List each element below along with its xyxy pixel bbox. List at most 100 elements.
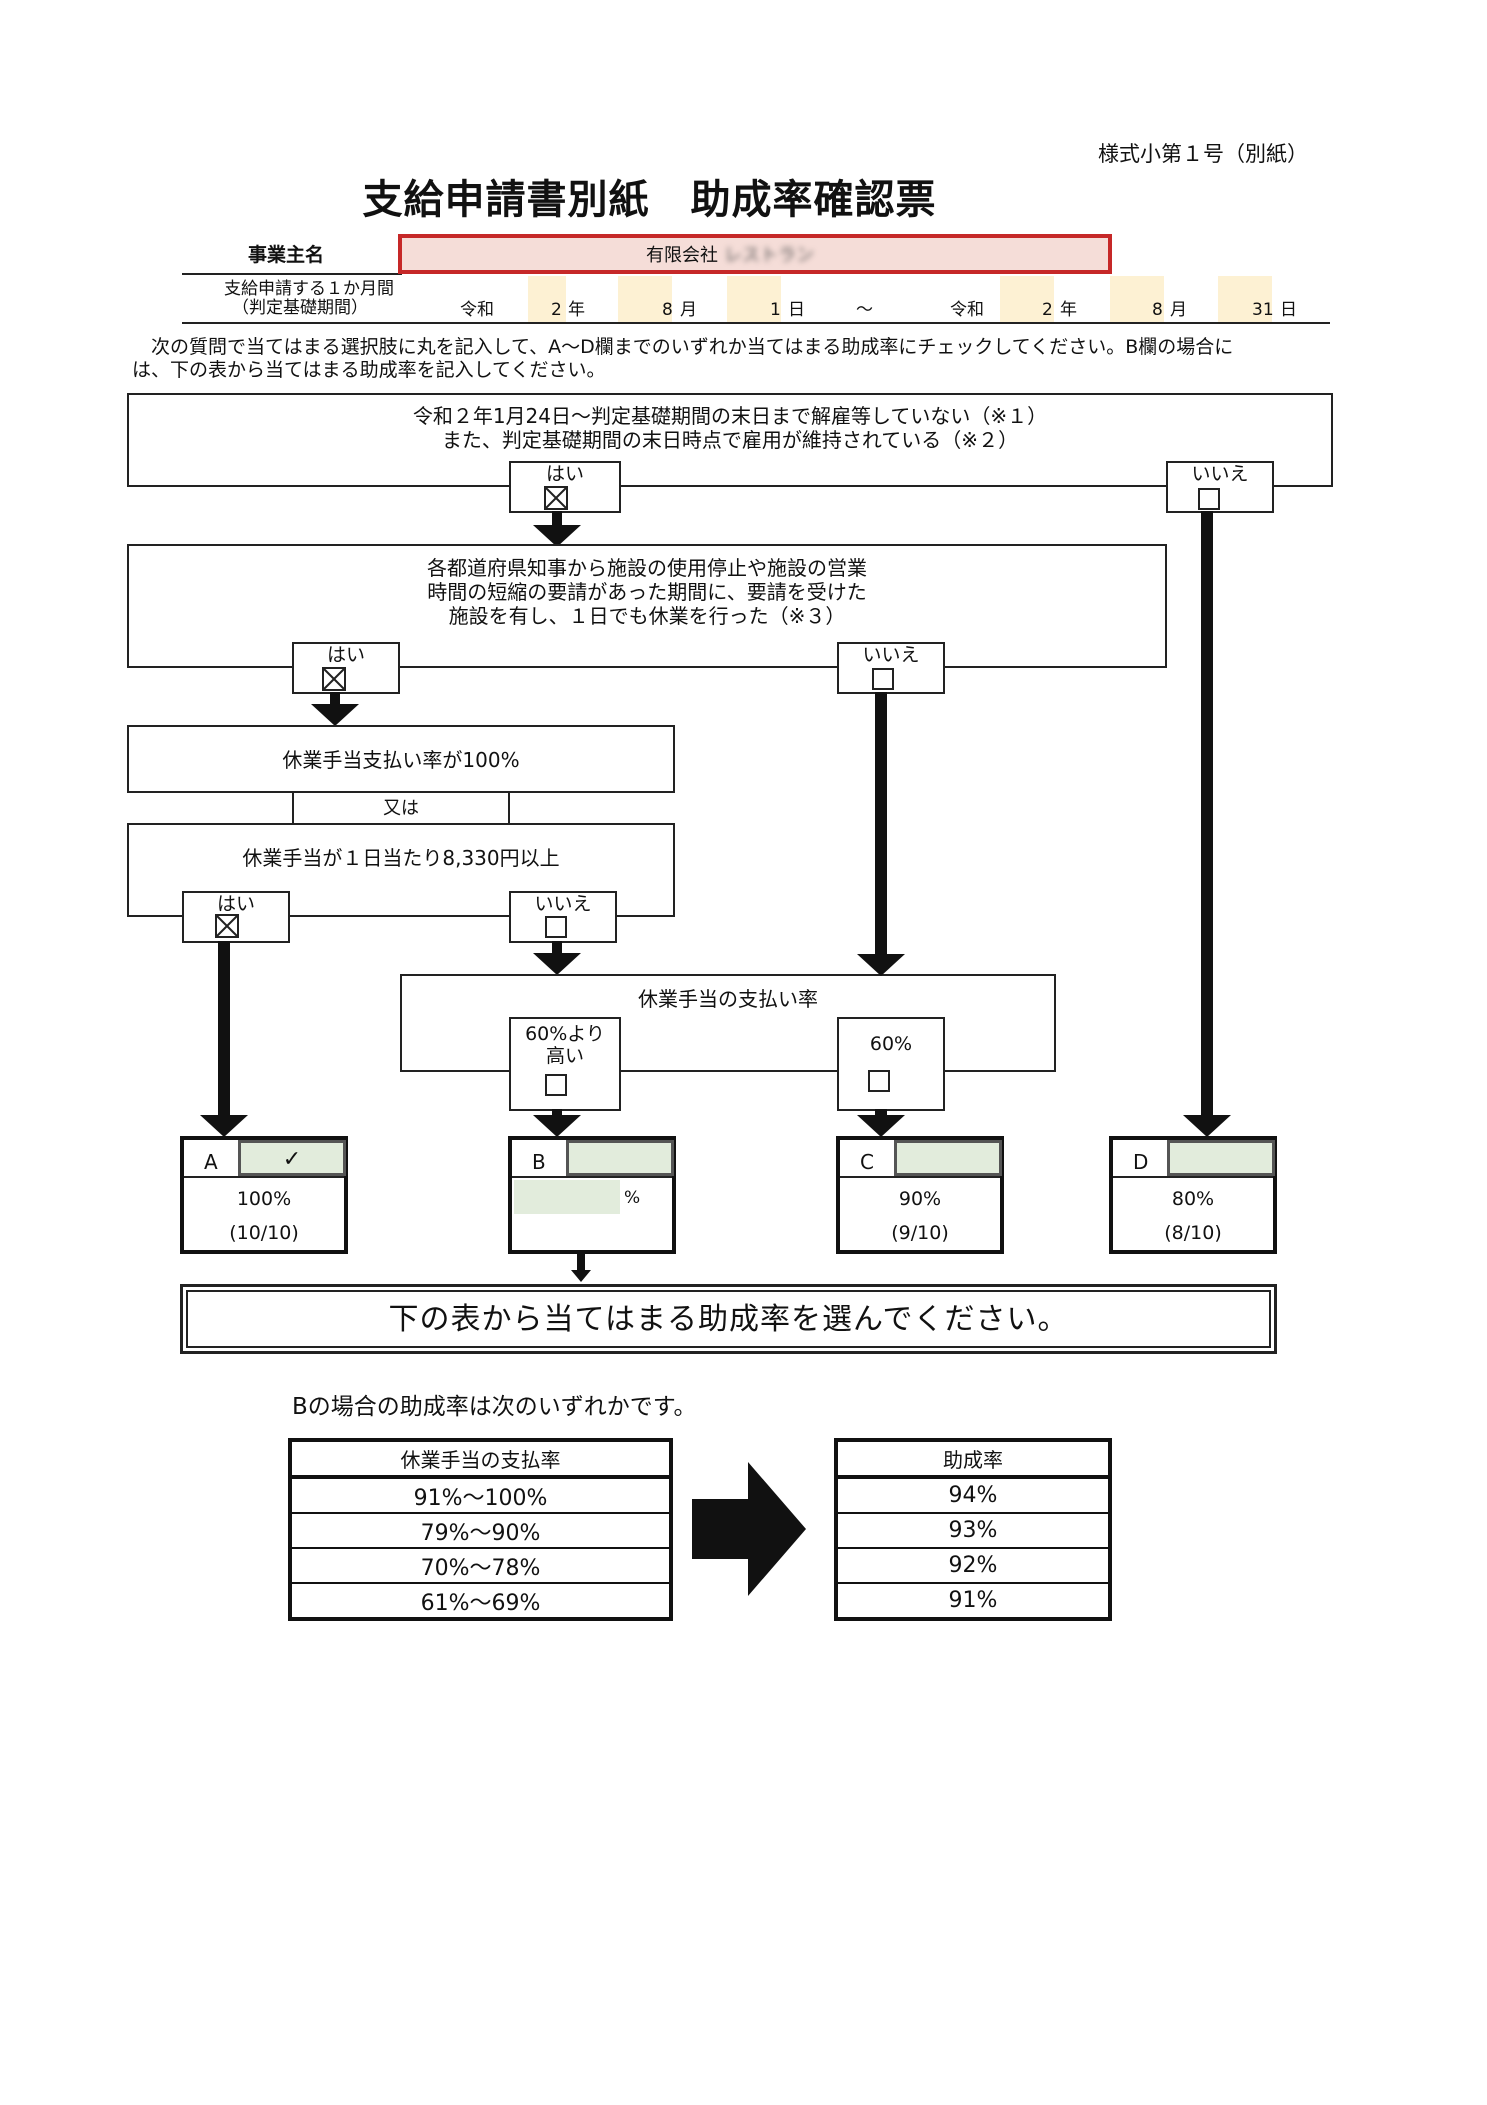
- q1-yes-arrow: [533, 525, 581, 547]
- result-c-letter: C: [860, 1150, 874, 1174]
- q4-sixty-option[interactable]: 60%: [837, 1017, 945, 1111]
- b-to-banner-line: [577, 1252, 585, 1272]
- subsidy-rate-table: 助成率 94% 93% 92% 91%: [834, 1438, 1112, 1621]
- q4-sixty-checkbox[interactable]: [868, 1070, 890, 1092]
- period-separator: ～: [856, 300, 873, 320]
- select-banner: 下の表から当てはまる助成率を選んでください。: [180, 1284, 1277, 1354]
- q3-no-connector: [552, 941, 562, 955]
- start-month-field[interactable]: [618, 276, 672, 322]
- start-month-unit: 月: [680, 300, 697, 320]
- result-d-checkfield[interactable]: [1167, 1140, 1275, 1176]
- q1-no-checkbox[interactable]: [1198, 488, 1220, 510]
- start-month: 8: [662, 300, 673, 320]
- q2-yes-option[interactable]: はい: [292, 642, 400, 694]
- result-c-rate: 90%: [898, 1188, 942, 1210]
- result-b-rate-field[interactable]: [514, 1180, 620, 1214]
- subsidy-rate-row: 92%: [835, 1547, 1111, 1584]
- q2-yes-checkbox[interactable]: [322, 667, 346, 691]
- q4-high-option[interactable]: 60%より 高い: [509, 1017, 621, 1111]
- end-day-field[interactable]: [1218, 276, 1272, 322]
- end-month-field[interactable]: [1110, 276, 1164, 322]
- pay-rate-row: 70%～78%: [289, 1547, 672, 1584]
- q2-no-arrow: [857, 954, 905, 976]
- end-year-unit: 年: [1060, 300, 1077, 320]
- result-b-letter: B: [532, 1150, 546, 1174]
- q1-box: [127, 393, 1333, 487]
- result-a-letter: A: [204, 1150, 218, 1174]
- q3-cond2: 休業手当が１日当たり8,330円以上: [242, 846, 560, 870]
- q3-cond1: 休業手当支払い率が100%: [282, 748, 520, 772]
- start-day-unit: 日: [788, 300, 805, 320]
- right-arrow-icon: [692, 1462, 806, 1596]
- result-b: B %: [508, 1136, 676, 1254]
- to-a-arrow: [200, 1115, 248, 1137]
- q4-label: 休業手当の支払い率: [638, 987, 818, 1011]
- q1-line2: また、判定基礎期間の末日時点で雇用が維持されている（※２）: [441, 428, 1019, 452]
- end-year-field[interactable]: [1000, 276, 1054, 322]
- pay-rate-table: 休業手当の支払率 91%～100% 79%～90% 70%～78% 61%～69…: [288, 1438, 673, 1621]
- select-banner-inner: [186, 1290, 1271, 1348]
- pay-rate-row: 61%～69%: [289, 1582, 672, 1620]
- end-day: 31: [1252, 300, 1274, 320]
- q2-line1: 各都道府県知事から施設の使用停止や施設の営業: [427, 556, 867, 580]
- q1-line1: 令和２年1月24日～判定基礎期間の末日まで解雇等していない（※１）: [412, 404, 1048, 428]
- start-year: 2: [551, 300, 562, 320]
- start-year-unit: 年: [568, 300, 585, 320]
- result-b-unit: %: [624, 1188, 641, 1208]
- instructions-line1: 次の質問で当てはまる選択肢に丸を記入して、A～D欄までのいずれか当てはまる助成率…: [132, 336, 1234, 358]
- result-d-rate: 80%: [1171, 1188, 1215, 1210]
- employer-label: 事業主名: [248, 244, 325, 266]
- to-b-arrow: [533, 1115, 581, 1137]
- end-era: 令和: [950, 300, 984, 320]
- q3-no-checkbox[interactable]: [545, 916, 567, 938]
- q2-no-label: いいえ: [862, 644, 920, 666]
- q1-no-option[interactable]: いいえ: [1166, 461, 1274, 513]
- result-b-checkfield[interactable]: [566, 1140, 674, 1176]
- q3-no-label: いいえ: [534, 893, 592, 915]
- start-year-field[interactable]: [528, 276, 566, 322]
- end-year: 2: [1042, 300, 1053, 320]
- q2-no-checkbox[interactable]: [872, 668, 894, 690]
- q2-yes-label: はい: [326, 644, 365, 666]
- pay-rate-row: 79%～90%: [289, 1512, 672, 1549]
- q3-yes-label: はい: [216, 893, 255, 915]
- to-b-line: [552, 1109, 562, 1117]
- subsidy-rate-row: 94%: [835, 1476, 1111, 1514]
- employer-field[interactable]: 有限会社 レストラン: [398, 234, 1112, 274]
- end-month: 8: [1152, 300, 1163, 320]
- result-a-fraction: (10/10): [229, 1222, 299, 1244]
- start-day-field[interactable]: [727, 276, 781, 322]
- pay-rate-row: 91%～100%: [289, 1476, 672, 1514]
- q4-high-checkbox[interactable]: [545, 1074, 567, 1096]
- q1-yes-checkbox[interactable]: [544, 486, 568, 510]
- start-day: 1: [770, 300, 781, 320]
- q4-sixty-label: 60%: [869, 1033, 913, 1055]
- q3-yes-checkbox[interactable]: [215, 914, 239, 938]
- q3-no-arrow: [533, 953, 581, 975]
- period-label-2: （判定基礎期間）: [232, 298, 368, 318]
- result-d-fraction: (8/10): [1164, 1222, 1222, 1244]
- result-c-checkfield[interactable]: [894, 1140, 1002, 1176]
- result-a-rate: 100%: [236, 1188, 292, 1210]
- result-a-divider: [184, 1176, 344, 1178]
- subsidy-rate-row: 93%: [835, 1512, 1111, 1549]
- period-label-1: 支給申請する１か月間: [224, 279, 394, 299]
- result-a-checkfield[interactable]: ✓: [238, 1140, 346, 1176]
- page-title: 支給申請書別紙 助成率確認票: [362, 177, 937, 223]
- subsidy-rate-header: 助成率: [835, 1439, 1111, 1479]
- result-b-divider: [512, 1176, 672, 1178]
- result-d-divider: [1113, 1176, 1273, 1178]
- q2-line3: 施設を有し、１日でも休業を行った（※３）: [448, 604, 846, 628]
- to-c-arrow: [857, 1115, 905, 1137]
- q1-yes-connector: [552, 511, 562, 527]
- q1-yes-label: はい: [545, 463, 584, 485]
- q4-high-line2: 高い: [545, 1045, 584, 1067]
- q3-cond1-box: [127, 725, 675, 793]
- employer-redacted: レストラン: [724, 245, 814, 266]
- result-c-fraction: (9/10): [891, 1222, 949, 1244]
- instructions-line2: は、下の表から当てはまる助成率を記入してください。: [132, 359, 606, 381]
- result-a-check: ✓: [282, 1147, 302, 1172]
- end-month-unit: 月: [1170, 300, 1187, 320]
- pay-rate-header: 休業手当の支払率: [289, 1439, 672, 1479]
